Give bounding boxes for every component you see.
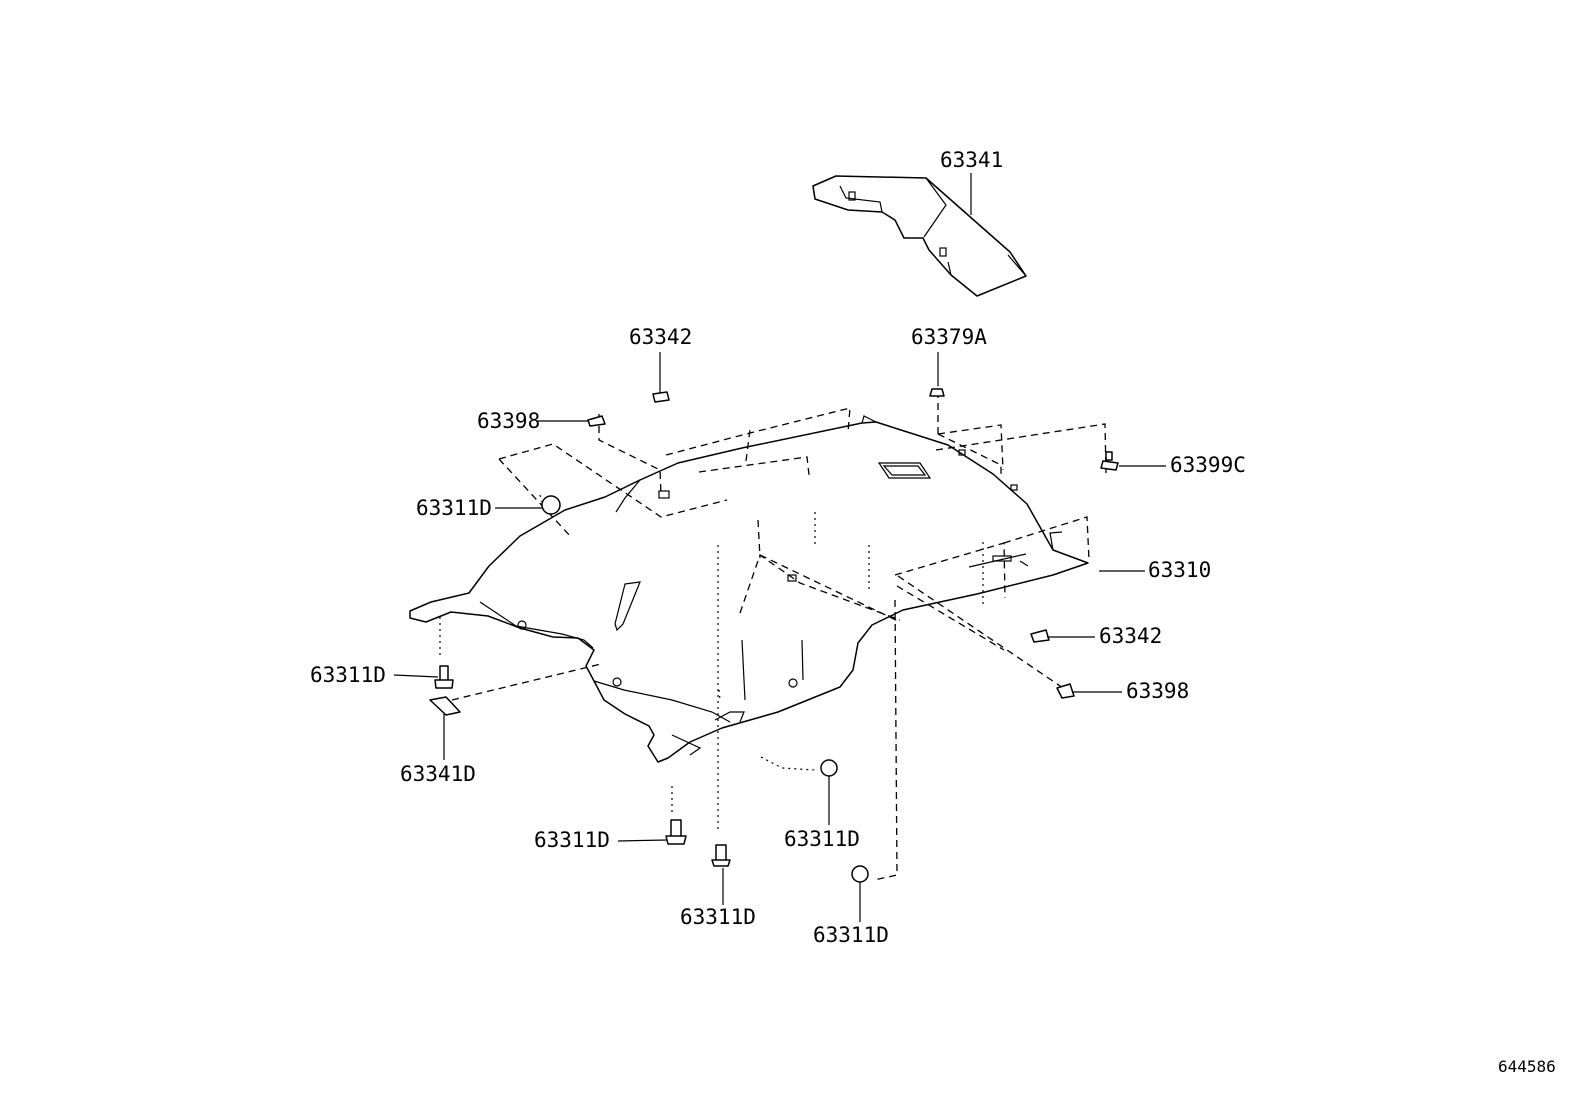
label-clip-left: 63341D (400, 762, 476, 786)
clip-right-part[interactable] (1030, 629, 1050, 643)
label-retainer-front-low: 63311D (813, 923, 889, 947)
lamp-holder-part[interactable] (929, 388, 945, 397)
retainer-front-right-part[interactable] (820, 759, 838, 777)
label-screw-right: 63399C (1170, 453, 1246, 477)
figure-reference-number: 644586 (1498, 1057, 1556, 1076)
label-retainer-front-mid: 63311D (534, 828, 610, 852)
clip-left-part[interactable] (429, 696, 461, 716)
label-trim-cover: 63341 (940, 148, 1003, 172)
retainer-upper-part[interactable] (541, 495, 561, 515)
label-cushion-right: 63398 (1126, 679, 1189, 703)
leader-lines (393, 173, 1166, 922)
screw-right-part[interactable] (1100, 451, 1119, 471)
label-retainer-front-right: 63311D (784, 827, 860, 851)
cushion-left-part[interactable] (587, 415, 606, 427)
retainer-front-low-part[interactable] (851, 865, 869, 883)
headlining-part[interactable] (409, 415, 1089, 763)
installation-dashed-lines (451, 385, 1107, 881)
retainer-front-mid-part[interactable] (665, 819, 687, 845)
clip-top-part[interactable] (652, 391, 670, 403)
retainer-front-center-part[interactable] (711, 844, 731, 867)
label-lamp-holder: 63379A (911, 325, 987, 349)
trim-cover-part[interactable] (812, 175, 1027, 297)
fastener-dotted-lines (439, 494, 984, 830)
label-retainer-upper: 63311D (416, 496, 492, 520)
label-clip-top: 63342 (629, 325, 692, 349)
label-headlining: 63310 (1148, 558, 1211, 582)
label-clip-right: 63342 (1099, 624, 1162, 648)
label-cushion-left: 63398 (477, 409, 540, 433)
label-retainer-left: 63311D (310, 663, 386, 687)
fastener-parts (429, 388, 1119, 883)
cushion-right-part[interactable] (1056, 683, 1075, 699)
label-retainer-front-center: 63311D (680, 905, 756, 929)
retainer-left-part[interactable] (434, 665, 454, 689)
